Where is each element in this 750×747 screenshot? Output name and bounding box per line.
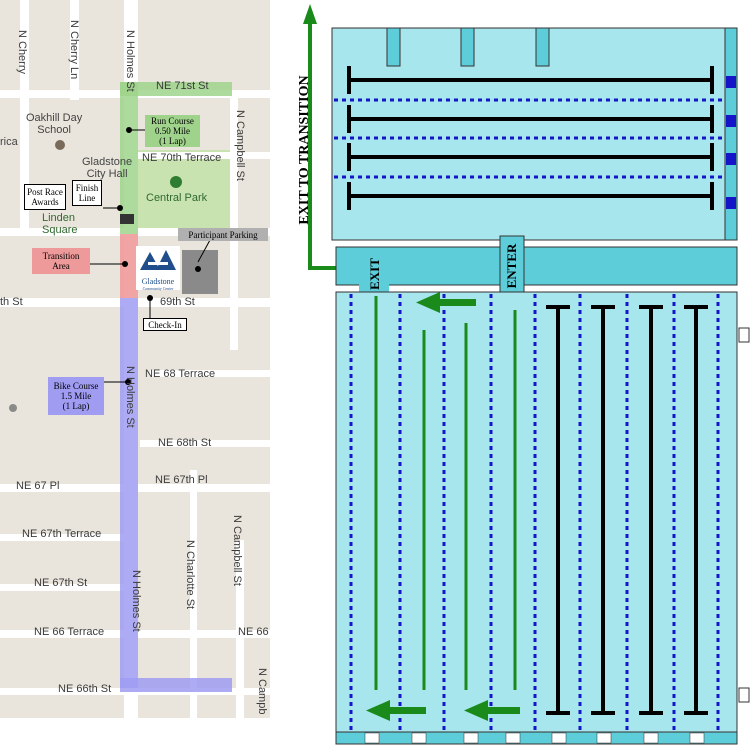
- logo-sub: Community Center: [142, 286, 174, 291]
- tree-icon: [170, 176, 182, 188]
- street-ne-66-terrace: NE 66 Terrace: [34, 626, 105, 638]
- finish-line-label: Finish Line: [72, 180, 102, 206]
- run-course-path: [120, 82, 138, 234]
- parking-lot: [182, 250, 218, 294]
- street-ne-67th: NE 67th St: [34, 577, 88, 589]
- street-ne-66-right: NE 66: [238, 626, 269, 638]
- map-roads: [0, 0, 270, 718]
- place-city-hall: Gladstone City Hall: [82, 156, 133, 180]
- post-race-awards-label: Post Race Awards: [24, 184, 66, 210]
- street-n-cherry: N Cherry: [16, 30, 28, 75]
- transition-route: [120, 234, 138, 298]
- street-ne-67th-pl: NE 67th Pl: [155, 474, 208, 486]
- exit-arrow-head: [303, 4, 317, 24]
- pool-diagram: EXIT TO TRANSITION EXIT ENTER: [298, 4, 750, 745]
- lane-arrow-mid-bottom: [486, 707, 520, 714]
- place-central-park: Central Park: [146, 192, 208, 204]
- exit-label: EXIT: [367, 258, 382, 290]
- street-n-campb-cut: N Campb: [256, 668, 268, 715]
- bike-course-turn: [120, 678, 232, 692]
- lane-arrow-left-bottom: [388, 707, 426, 714]
- place-rica: rica: [0, 136, 18, 148]
- street-n-holmes-low: N Holmes St: [130, 570, 142, 632]
- street-ne-70th-terrace: NE 70th Terrace: [142, 152, 222, 164]
- bike-course-label: Bike Course 1.5 Mile (1 Lap): [48, 377, 104, 415]
- exit-to-transition-label: EXIT TO TRANSITION: [298, 75, 312, 224]
- street-ne-68-terrace: NE 68 Terrace: [145, 368, 216, 380]
- enter-label: ENTER: [504, 243, 519, 288]
- community-center-logo: Gladstone Community Center: [136, 246, 180, 291]
- bike-course-path: [120, 298, 138, 688]
- street-n-campbell-top: N Campbell St: [234, 110, 246, 181]
- street-n-charlotte: N Charlotte St: [184, 540, 196, 610]
- logo-name: Gladstone: [141, 277, 175, 286]
- street-ne-67-pl: NE 67 Pl: [16, 480, 60, 492]
- upper-lane-ropes: [334, 98, 724, 179]
- place-linden-square: Linden Square: [42, 212, 78, 236]
- transition-area-label: Transition Area: [32, 248, 90, 274]
- place-oakhill-school: Oakhill Day School: [26, 112, 83, 136]
- street-n-campbell-low: N Campbell St: [231, 515, 243, 586]
- street-ne-66th: NE 66th St: [58, 683, 112, 695]
- upper-lane-markers: [347, 66, 714, 210]
- check-in-label: Check-In: [143, 318, 187, 331]
- street-ne-68th: NE 68th St: [158, 437, 212, 449]
- participant-parking-label: Participant Parking: [178, 228, 268, 241]
- lower-lane-markers: [546, 305, 708, 715]
- finish-line-marker: [120, 214, 134, 224]
- street-n-cherry-ln: N Cherry Ln: [68, 20, 80, 80]
- swim-path: [374, 296, 517, 690]
- street-n-holmes-mid: N Holmes St: [124, 366, 136, 428]
- poi-icon: [9, 404, 17, 412]
- school-icon: [55, 140, 65, 150]
- pool-deck: [335, 246, 738, 286]
- street-ne-67th-terrace: NE 67th Terrace: [22, 528, 102, 540]
- lane-arrow-left-top: [438, 299, 476, 306]
- street-69th-left: th St: [0, 296, 23, 308]
- run-course-top: [120, 82, 232, 96]
- street-ne-71st: NE 71st St: [156, 80, 209, 92]
- logo-icon: [140, 250, 176, 270]
- central-park-area: [132, 150, 237, 228]
- course-map: Gladstone Community Center NE 71st St NE…: [0, 0, 270, 718]
- lower-lane-ropes: [349, 294, 720, 730]
- street-n-holmes-top: N Holmes St: [124, 30, 136, 92]
- street-69th: 69th St: [160, 296, 195, 308]
- run-course-label: Run Course 0.50 Mile (1 Lap): [145, 115, 200, 147]
